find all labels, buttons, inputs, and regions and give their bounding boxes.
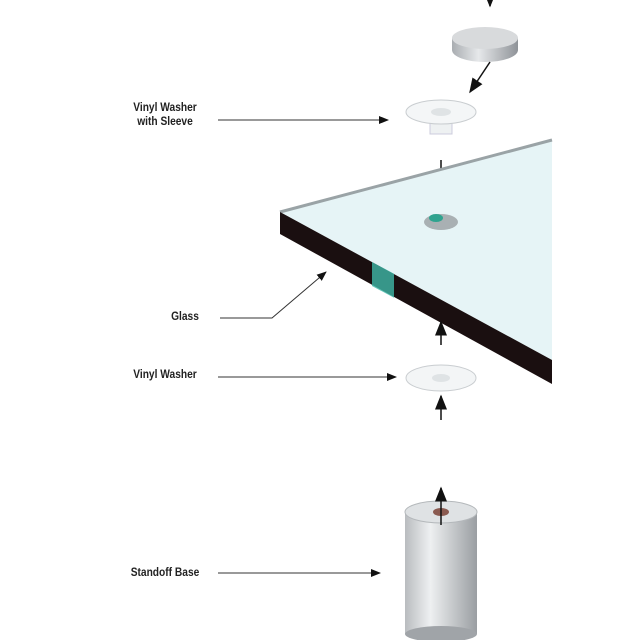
vinyl-washer-sleeve-icon: [405, 99, 477, 135]
glass-panel-icon: [279, 138, 553, 384]
leader-glass: [220, 271, 327, 319]
label-vinyl-washer-sleeve: Vinyl Washer with Sleeve: [123, 100, 208, 128]
standoff-base-icon: [404, 500, 478, 640]
label-line: Vinyl Washer: [133, 100, 197, 114]
label-glass: Glass: [171, 309, 199, 323]
label-vinyl-washer: Vinyl Washer: [133, 367, 197, 381]
cap-icon: [452, 27, 518, 62]
label-standoff-base: Standoff Base: [130, 565, 200, 579]
label-line: with Sleeve: [137, 114, 193, 128]
